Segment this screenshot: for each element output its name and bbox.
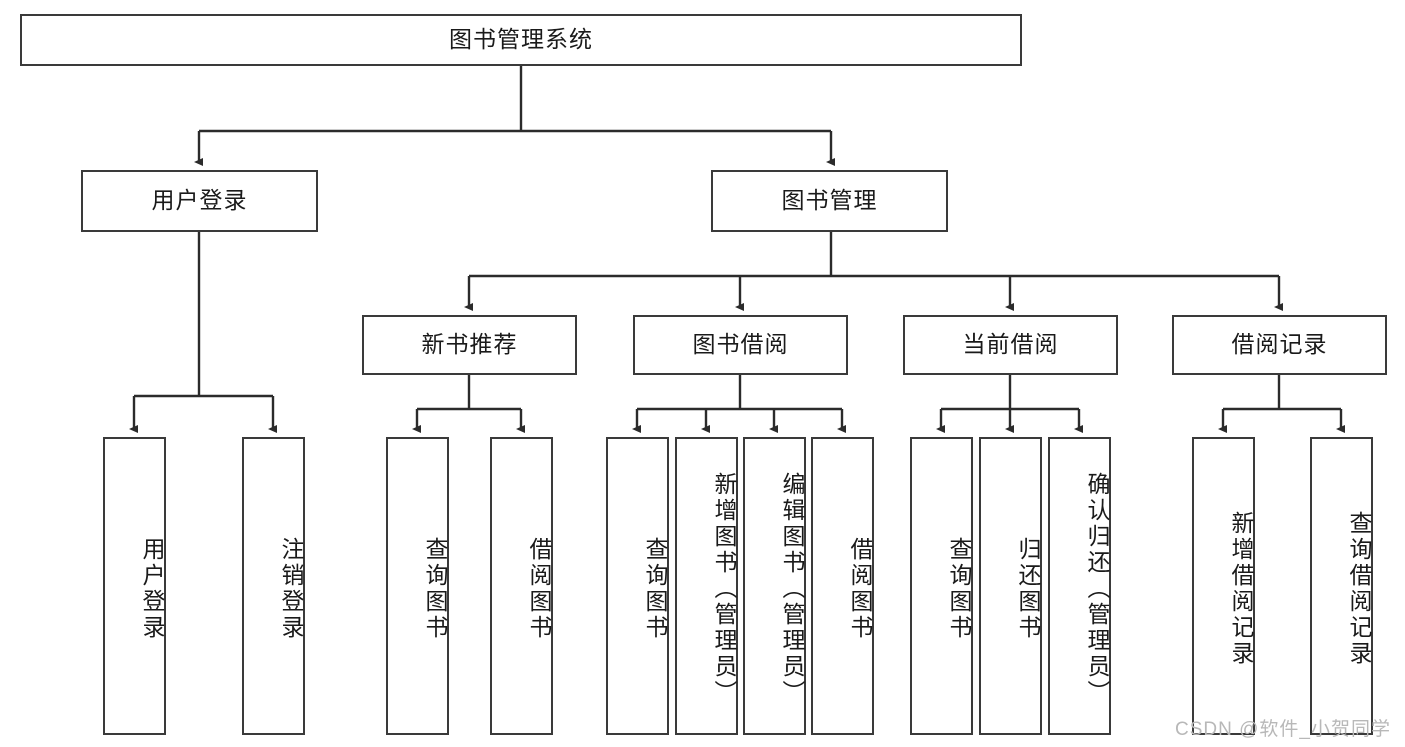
leaf-current-confirm-return-label: 确认归还（管理员） — [1084, 472, 1110, 706]
leaf-current-query-book-label: 查询图书 — [946, 537, 972, 641]
leaf-borrow-add-book[interactable]: 新增图书（管理员） — [675, 437, 738, 735]
node-root[interactable]: 图书管理系统 — [20, 14, 1022, 66]
leaf-current-return-book-label: 归还图书 — [1015, 537, 1041, 641]
leaf-current-confirm-return[interactable]: 确认归还（管理员） — [1048, 437, 1111, 735]
leaf-recommend-query-book[interactable]: 查询图书 — [386, 437, 449, 735]
leaf-user-logout-label: 注销登录 — [278, 537, 304, 641]
node-current-borrow-label: 当前借阅 — [962, 331, 1059, 358]
leaf-borrow-borrow-book-label: 借阅图书 — [847, 537, 873, 641]
node-borrow-record-label: 借阅记录 — [1231, 331, 1328, 358]
node-book-management[interactable]: 图书管理 — [711, 170, 948, 232]
leaf-current-return-book[interactable]: 归还图书 — [979, 437, 1042, 735]
watermark: CSDN @软件_小贺同学 — [1175, 719, 1391, 740]
leaf-user-login[interactable]: 用户登录 — [103, 437, 166, 735]
node-book-borrow-label: 图书借阅 — [692, 331, 789, 358]
node-root-label: 图书管理系统 — [449, 26, 593, 53]
leaf-recommend-borrow-book[interactable]: 借阅图书 — [490, 437, 553, 735]
leaf-current-query-book[interactable]: 查询图书 — [910, 437, 973, 735]
leaf-borrow-borrow-book[interactable]: 借阅图书 — [811, 437, 874, 735]
leaf-record-add-record[interactable]: 新增借阅记录 — [1192, 437, 1255, 735]
leaf-recommend-query-book-label: 查询图书 — [422, 537, 448, 641]
node-user-login-label: 用户登录 — [151, 187, 248, 214]
node-borrow-record[interactable]: 借阅记录 — [1172, 315, 1387, 375]
node-book-borrow[interactable]: 图书借阅 — [633, 315, 848, 375]
node-current-borrow[interactable]: 当前借阅 — [903, 315, 1118, 375]
leaf-record-query-record[interactable]: 查询借阅记录 — [1310, 437, 1373, 735]
leaf-user-login-label: 用户登录 — [139, 537, 165, 641]
leaf-borrow-edit-book-label: 编辑图书（管理员） — [779, 472, 805, 706]
node-new-book-recommend-label: 新书推荐 — [421, 331, 518, 358]
leaf-user-logout[interactable]: 注销登录 — [242, 437, 305, 735]
node-book-management-label: 图书管理 — [781, 187, 878, 214]
leaf-recommend-borrow-book-label: 借阅图书 — [526, 537, 552, 641]
leaf-borrow-edit-book[interactable]: 编辑图书（管理员） — [743, 437, 806, 735]
leaf-borrow-query-book[interactable]: 查询图书 — [606, 437, 669, 735]
node-user-login[interactable]: 用户登录 — [81, 170, 318, 232]
leaf-record-add-record-label: 新增借阅记录 — [1228, 511, 1254, 667]
leaf-borrow-add-book-label: 新增图书（管理员） — [711, 472, 737, 706]
leaf-borrow-query-book-label: 查询图书 — [642, 537, 668, 641]
leaf-record-query-record-label: 查询借阅记录 — [1346, 511, 1372, 667]
node-new-book-recommend[interactable]: 新书推荐 — [362, 315, 577, 375]
